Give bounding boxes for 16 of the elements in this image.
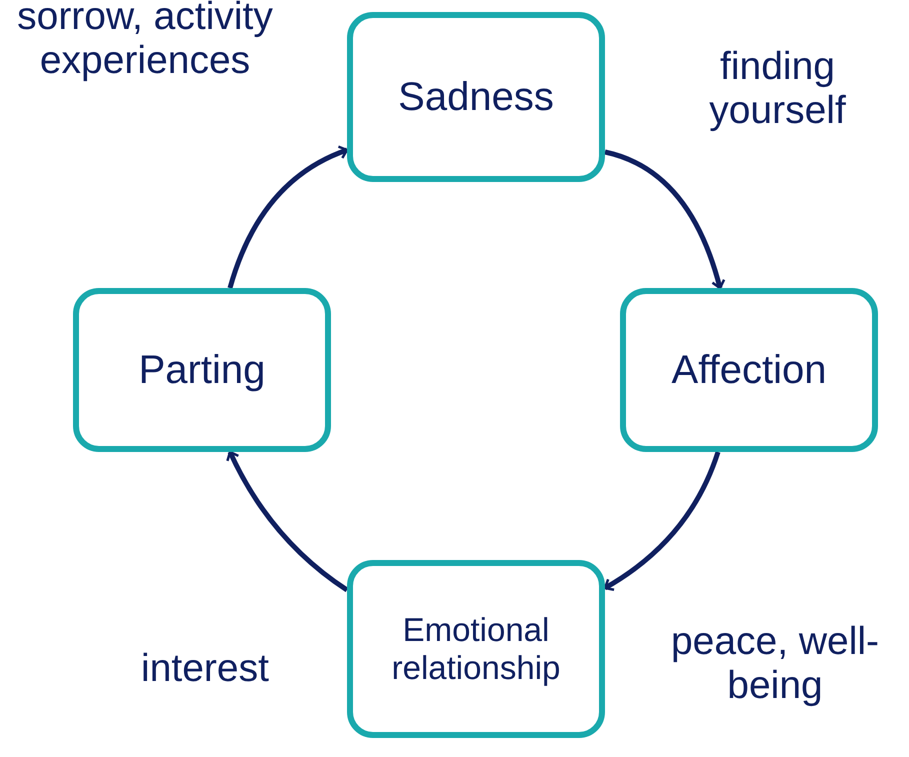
box-label: Parting	[138, 347, 266, 393]
box-label: Emotional relationship	[390, 611, 562, 687]
edge-label: peace, well-being	[670, 620, 880, 708]
box-label: Sadness	[398, 74, 554, 120]
arrow	[604, 150, 726, 290]
edge-label: finding yourself	[708, 45, 847, 134]
box-label: Affection	[672, 347, 826, 393]
process-box	[347, 12, 605, 182]
arrow	[228, 146, 348, 289]
process-box	[347, 560, 605, 738]
arrow	[226, 450, 348, 592]
arrow	[604, 451, 720, 591]
process-box	[620, 288, 878, 452]
edge-label: interest	[140, 647, 270, 692]
process-box	[73, 288, 331, 452]
edge-label: sorrow, activity experiences	[16, 0, 274, 84]
